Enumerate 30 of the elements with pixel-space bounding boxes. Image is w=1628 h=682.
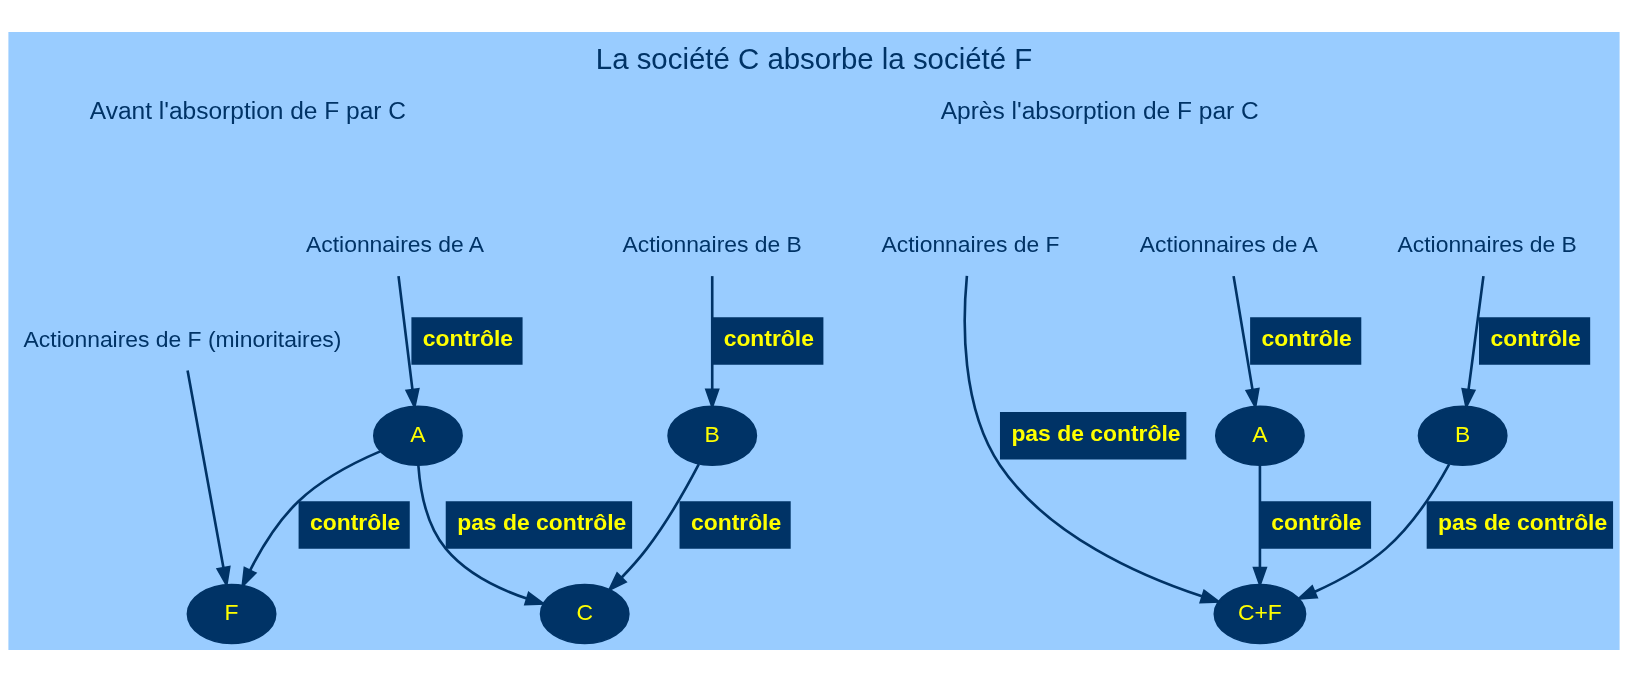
node-ellipse: B <box>667 405 758 467</box>
diagram-title: La société C absorbe la société F <box>595 41 1033 75</box>
label: Avant l'absorption de F par C <box>89 97 407 125</box>
node-text: Actionnaires de F (minoritaires) <box>23 326 342 353</box>
edge-label: contrôle <box>723 325 814 352</box>
node-text: Actionnaires de B <box>1397 231 1577 258</box>
edge-label: contrôle <box>1490 325 1581 352</box>
node-text: Actionnaires de F <box>881 231 1060 258</box>
edge-label: contrôle <box>1271 509 1362 536</box>
node-ellipse: A <box>1214 405 1305 467</box>
arrow <box>417 465 547 606</box>
node-text: Actionnaires de A <box>1139 231 1318 258</box>
edge-label: contrôle <box>1261 325 1352 352</box>
node-ellipse: F <box>186 583 277 645</box>
edge-label: contrôle <box>422 325 514 352</box>
node-ellipse: B <box>1417 405 1508 467</box>
node-ellipse: C <box>539 583 630 645</box>
label: Après l'absorption de F par C <box>940 97 1259 125</box>
node-ellipse: A <box>373 405 463 467</box>
edge-label: contrôle <box>310 509 401 536</box>
arrow <box>1295 463 1451 600</box>
node-text: Actionnaires de B <box>622 231 802 258</box>
node-ellipse: C+F <box>1213 583 1307 645</box>
edge-label: contrôle <box>690 509 782 536</box>
edge-label: pas de contrôle <box>1011 420 1181 447</box>
edge-label: pas de contrôle <box>457 509 627 536</box>
arrow <box>963 275 1222 604</box>
arrow <box>606 463 700 593</box>
edge-label: pas de contrôle <box>1438 509 1608 536</box>
node-text: Actionnaires de A <box>306 231 485 258</box>
